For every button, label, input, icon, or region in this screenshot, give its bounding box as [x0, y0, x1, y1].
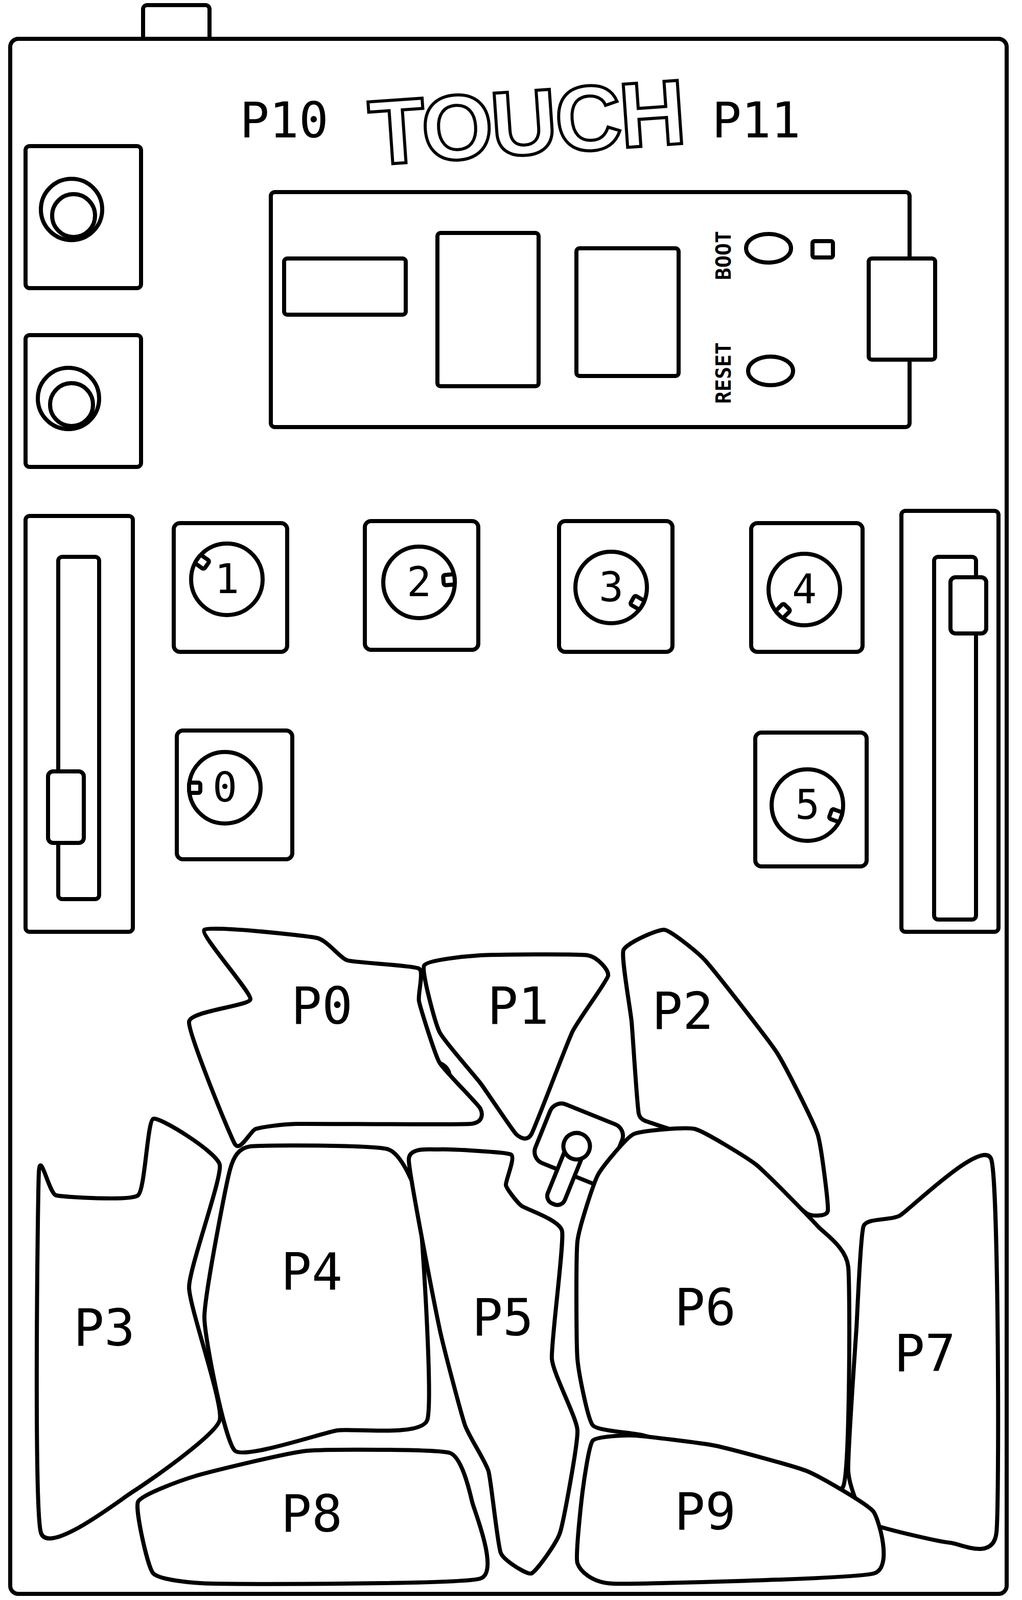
- knob-control: 5: [753, 730, 869, 869]
- reset-button: [748, 356, 794, 386]
- touch-pad-shape: [204, 1145, 430, 1453]
- toggle-lever-tip: [559, 1129, 595, 1165]
- chip: [284, 258, 406, 315]
- pad-label: P7: [894, 1328, 956, 1380]
- button-housing: [25, 146, 142, 289]
- pad-label: P2: [652, 986, 714, 1038]
- knob-number: 0: [212, 767, 238, 809]
- toggle-switch: [352, 1062, 450, 1109]
- usb-connector: [868, 258, 936, 360]
- push-button-cap: [50, 383, 94, 427]
- slider-knob: [950, 577, 987, 634]
- button-label: BOOT: [713, 230, 734, 281]
- knob-dial: [189, 752, 261, 824]
- knob-pointer: [189, 782, 201, 794]
- knob-dial: [768, 553, 841, 626]
- pad-outline: [196, 1138, 436, 1460]
- knob-number: 3: [598, 567, 624, 609]
- toggle-body: [530, 1100, 627, 1189]
- knob-pointer: [630, 595, 645, 610]
- touch-pad: P1: [415, 947, 617, 1143]
- knob-number: 2: [406, 562, 432, 603]
- knob-housing: [559, 521, 673, 653]
- slider-track: [58, 556, 100, 900]
- knob-control: 1: [171, 521, 290, 655]
- push-button-cap: [52, 194, 96, 238]
- chip: [576, 248, 679, 377]
- chip: [437, 233, 539, 387]
- pad-outline: [415, 947, 617, 1143]
- knob-housing: [176, 730, 293, 860]
- touch-pad: P8: [129, 1443, 489, 1593]
- touch-pad: P7: [840, 1151, 1005, 1552]
- knob-housing: [173, 523, 288, 653]
- slider-knob: [48, 771, 84, 844]
- push-button: [37, 367, 100, 430]
- toggle-switch: [518, 1100, 627, 1220]
- button-housing: [25, 335, 142, 468]
- boot-button: [746, 234, 792, 263]
- push-button: [40, 178, 103, 241]
- knob-control: 2: [362, 519, 481, 653]
- knob-dial: [383, 546, 455, 619]
- touch-pad-shape: [137, 1450, 488, 1585]
- knob-pointer: [775, 603, 791, 619]
- knob-control: 0: [174, 728, 295, 862]
- slider-housing: [25, 516, 133, 933]
- toggle-lever: [377, 1071, 431, 1100]
- pad-label: P5: [472, 1292, 534, 1344]
- touch-pad: P9: [569, 1427, 882, 1593]
- touch-pad-shape: [848, 1155, 998, 1550]
- pad-label: P6: [674, 1282, 736, 1334]
- usb-tab: [143, 5, 210, 42]
- pin-label: P10: [239, 96, 329, 146]
- knob-number: 1: [214, 559, 240, 600]
- knob-pointer: [828, 808, 844, 823]
- pad-label: P8: [281, 1489, 343, 1541]
- pin-label: P11: [711, 96, 801, 146]
- knob-housing: [364, 521, 479, 650]
- pad-label: P3: [73, 1303, 135, 1355]
- knob-housing: [751, 523, 863, 653]
- knob-pointer: [194, 554, 210, 570]
- slider-housing: [901, 511, 999, 933]
- knob-dial: [771, 769, 844, 842]
- button-label: RESET: [713, 342, 734, 404]
- knob-dial: [191, 543, 263, 616]
- knob-pointer: [443, 574, 456, 586]
- knob-housing: [755, 732, 867, 867]
- knob-dial: [575, 551, 647, 624]
- mcu-module: [270, 192, 910, 428]
- touch-pad-shape: [423, 954, 609, 1139]
- logo-text: TOUCH: [365, 65, 687, 180]
- touch-pad: P4: [196, 1138, 436, 1460]
- toggle-lever: [544, 1146, 585, 1209]
- pad-label: P9: [674, 1487, 736, 1539]
- board-outline: [10, 38, 1007, 1595]
- knob-control: 3: [556, 519, 675, 655]
- knob-control: 4: [749, 521, 865, 655]
- knob-number: 4: [792, 569, 817, 611]
- knob-number: 5: [795, 784, 820, 826]
- pad-label: P1: [487, 981, 549, 1033]
- touch-pad-shape: [576, 1435, 884, 1585]
- led: [812, 241, 833, 258]
- pad-label: P4: [281, 1246, 343, 1298]
- pad-label: P0: [291, 981, 353, 1033]
